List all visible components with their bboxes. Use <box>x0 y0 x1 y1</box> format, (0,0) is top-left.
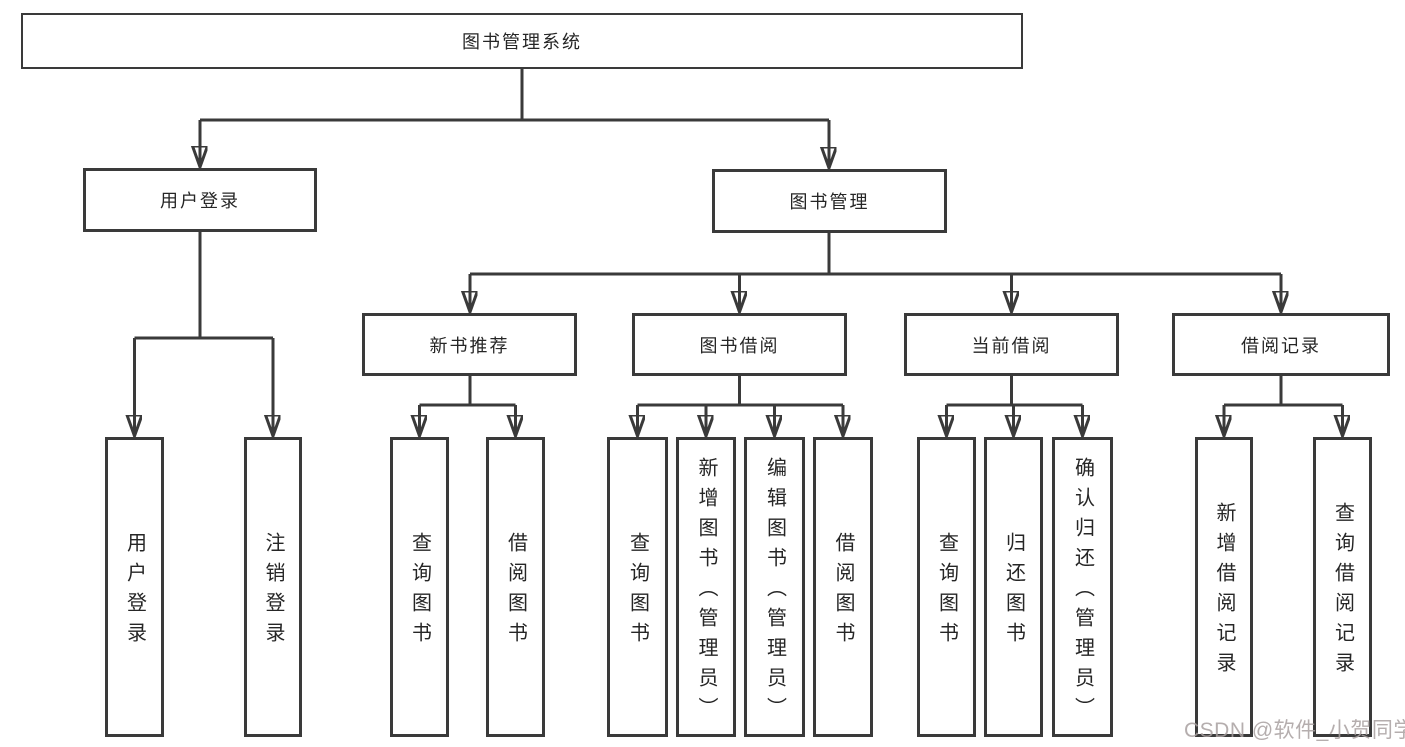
connector-user-login-trunk <box>134 232 273 340</box>
node-borrow-record-label: 借阅记录 <box>1241 335 1321 356</box>
connector-book-management-trunk <box>470 233 1281 276</box>
leaf-record-add-label: 新增借阅记录 <box>1213 502 1235 682</box>
leaf-newbook-borrow: 借阅图书 <box>486 437 545 737</box>
node-root-label: 图书管理系统 <box>462 32 582 52</box>
node-book-borrow: 图书借阅 <box>632 313 847 376</box>
connector-current-borrow-trunk <box>946 376 1083 407</box>
connector-new-book-trunk <box>419 376 516 407</box>
leaf-bookborrow-add-admin: 新增图书（管理员） <box>676 437 736 737</box>
connector-book-borrow-trunk <box>637 376 843 407</box>
leaf-bookborrow-query-label: 查询图书 <box>626 532 649 652</box>
leaf-currentborrow-confirm-admin: 确认归还（管理员） <box>1052 437 1113 737</box>
leaf-newbook-borrow-label: 借阅图书 <box>504 532 527 652</box>
leaf-currentborrow-confirm-admin-label: 确认归还（管理员） <box>1071 457 1094 727</box>
leaf-bookborrow-query: 查询图书 <box>607 437 668 737</box>
node-borrow-record: 借阅记录 <box>1172 313 1390 376</box>
leaf-currentborrow-query: 查询图书 <box>917 437 976 737</box>
node-new-book-recommend-label: 新书推荐 <box>429 335 510 356</box>
node-book-management-label: 图书管理 <box>789 192 870 212</box>
node-current-borrow: 当前借阅 <box>904 313 1119 376</box>
leaf-logout: 注销登录 <box>244 437 302 737</box>
leaf-newbook-query-label: 查询图书 <box>408 532 431 652</box>
leaf-bookborrow-borrow: 借阅图书 <box>813 437 873 737</box>
leaf-currentborrow-return-label: 归还图书 <box>1002 532 1025 652</box>
node-root: 图书管理系统 <box>21 13 1023 69</box>
leaf-logout-label: 注销登录 <box>262 532 284 652</box>
node-current-borrow-label: 当前借阅 <box>971 335 1052 356</box>
leaf-record-query: 查询借阅记录 <box>1313 437 1372 737</box>
leaf-bookborrow-edit-admin-label: 编辑图书（管理员） <box>763 457 786 727</box>
leaf-currentborrow-query-label: 查询图书 <box>935 532 958 652</box>
leaf-record-add: 新增借阅记录 <box>1195 437 1253 737</box>
connector-borrow-record-trunk <box>1224 376 1343 407</box>
node-book-borrow-label: 图书借阅 <box>699 335 780 356</box>
node-new-book-recommend: 新书推荐 <box>362 313 577 376</box>
leaf-record-query-label: 查询借阅记录 <box>1331 502 1354 682</box>
leaf-bookborrow-borrow-label: 借阅图书 <box>832 532 854 652</box>
leaf-bookborrow-add-admin-label: 新增图书（管理员） <box>695 457 717 727</box>
leaf-user-login: 用户登录 <box>105 437 164 737</box>
leaf-currentborrow-return: 归还图书 <box>984 437 1043 737</box>
connector-root-trunk <box>200 69 829 122</box>
node-book-management: 图书管理 <box>712 169 947 233</box>
leaf-bookborrow-edit-admin: 编辑图书（管理员） <box>744 437 805 737</box>
node-user-login: 用户登录 <box>83 168 317 232</box>
leaf-user-login-label: 用户登录 <box>123 532 146 652</box>
leaf-newbook-query: 查询图书 <box>390 437 449 737</box>
node-user-login-label: 用户登录 <box>160 191 240 211</box>
